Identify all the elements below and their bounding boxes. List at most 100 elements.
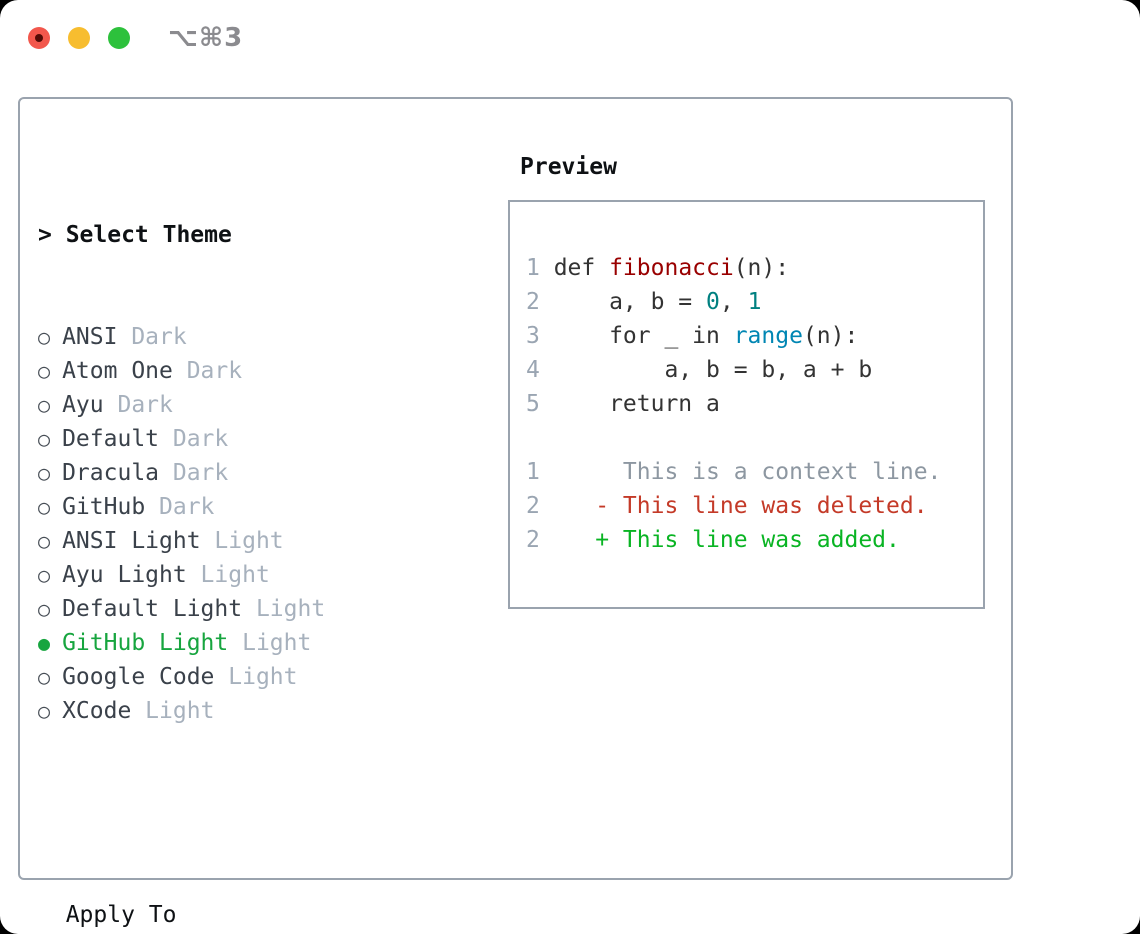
code-segment: return a bbox=[553, 391, 720, 417]
radio-icon: ○ bbox=[38, 461, 51, 485]
line-number: 2 bbox=[526, 527, 540, 553]
radio-icon: ○ bbox=[38, 325, 51, 349]
theme-option-default-light[interactable]: ○ Default Light Light bbox=[38, 592, 426, 626]
close-button[interactable] bbox=[28, 27, 50, 49]
code-segment: - This line was deleted. bbox=[553, 493, 928, 519]
theme-variant: Light bbox=[228, 630, 312, 656]
theme-name: Google Code bbox=[62, 664, 215, 690]
radio-icon: ○ bbox=[38, 427, 51, 451]
theme-option-xcode[interactable]: ○ XCode Light bbox=[38, 694, 426, 728]
code-segment: (n): bbox=[802, 323, 859, 349]
zoom-button[interactable] bbox=[108, 27, 130, 49]
preview-line-code: 4 a, b = b, a + b bbox=[526, 353, 983, 387]
theme-options: ○ ANSI Dark ○ Atom One Dark ○ Ayu Dark ○ Defaul… bbox=[38, 320, 426, 728]
theme-variant: Dark bbox=[145, 494, 215, 520]
preview-line-diff-context: 1 This is a context line. bbox=[526, 455, 983, 489]
preview-line-code: 3 for _ in range(n): bbox=[526, 319, 983, 353]
preview-line-code: 2 a, b = 0, 1 bbox=[526, 285, 983, 319]
theme-variant: Dark bbox=[159, 460, 229, 486]
line-number: 3 bbox=[526, 323, 540, 349]
code-segment: a, b = b, a + b bbox=[553, 357, 873, 383]
close-dot-icon bbox=[35, 34, 43, 42]
select-theme-header: > Select Theme bbox=[38, 218, 426, 252]
apply-to-title: Apply To bbox=[65, 902, 177, 928]
titlebar: ⌥⌘3 bbox=[28, 23, 244, 53]
theme-option-atom-one[interactable]: ○ Atom One Dark bbox=[38, 354, 426, 388]
line-number: 2 bbox=[526, 493, 540, 519]
preview-line-code: 1 def fibonacci(n): bbox=[526, 251, 983, 285]
preview-line-code: 5 return a bbox=[526, 387, 983, 421]
code-segment: 1 bbox=[747, 289, 762, 315]
theme-name: Atom One bbox=[62, 358, 173, 384]
theme-name: ANSI bbox=[62, 324, 118, 350]
line-number: 2 bbox=[526, 289, 540, 315]
minimize-button[interactable] bbox=[68, 27, 90, 49]
code-segment: 0 bbox=[706, 289, 720, 315]
theme-name: Default bbox=[62, 426, 160, 452]
theme-name: GitHub Light bbox=[62, 630, 229, 656]
line-number: 1 bbox=[526, 459, 540, 485]
code-segment: , bbox=[719, 289, 748, 315]
prompt-caret-icon: > bbox=[38, 222, 52, 248]
theme-variant: Dark bbox=[103, 392, 173, 418]
theme-variant: Dark bbox=[117, 324, 187, 350]
theme-name: ANSI Light bbox=[62, 528, 201, 554]
theme-list: > Select Theme ○ ANSI Dark ○ Atom One Dark ○ A… bbox=[38, 150, 426, 934]
code-segment: def bbox=[553, 255, 610, 281]
preview-line-blank bbox=[526, 421, 983, 455]
radio-icon: ○ bbox=[38, 563, 51, 587]
theme-name: XCode bbox=[62, 698, 132, 724]
radio-icon: ○ bbox=[38, 665, 51, 689]
radio-icon: ○ bbox=[38, 495, 51, 519]
radio-icon: ○ bbox=[38, 597, 51, 621]
preview-line-diff-deleted: 2 - This line was deleted. bbox=[526, 489, 983, 523]
theme-option-github[interactable]: ○ GitHub Dark bbox=[38, 490, 426, 524]
apply-to-header: Apply To bbox=[38, 898, 426, 932]
window-shortcut-label: ⌥⌘3 bbox=[168, 23, 244, 53]
theme-option-ansi[interactable]: ○ ANSI Dark bbox=[38, 320, 426, 354]
theme-name: Ayu Light bbox=[62, 562, 187, 588]
theme-variant: Dark bbox=[159, 426, 229, 452]
code-segment: This is a context line. bbox=[553, 459, 942, 485]
code-segment: (n): bbox=[733, 255, 790, 281]
code-segment: fibonacci bbox=[609, 255, 734, 281]
theme-option-dracula[interactable]: ○ Dracula Dark bbox=[38, 456, 426, 490]
theme-variant: Dark bbox=[172, 358, 243, 384]
line-number: 1 bbox=[526, 255, 540, 281]
radio-selected-icon: ● bbox=[38, 631, 51, 655]
theme-name: Ayu bbox=[62, 392, 104, 418]
theme-variant: Light bbox=[242, 596, 326, 622]
radio-icon: ○ bbox=[38, 393, 51, 417]
theme-browser-panel: > Select Theme ○ ANSI Dark ○ Atom One Dark ○ A… bbox=[18, 97, 1013, 928]
spacer-row bbox=[38, 796, 426, 830]
theme-name: Default Light bbox=[62, 596, 243, 622]
theme-option-ayu-light[interactable]: ○ Ayu Light Light bbox=[38, 558, 426, 592]
code-segment: + This line was added. bbox=[553, 527, 900, 553]
preview-line-diff-added: 2 + This line was added. bbox=[526, 523, 983, 557]
theme-variant: Light bbox=[200, 528, 284, 554]
code-segment: for _ in bbox=[553, 323, 734, 349]
theme-variant: Light bbox=[186, 562, 270, 588]
traffic-lights bbox=[28, 27, 148, 49]
theme-variant: Light bbox=[214, 664, 298, 690]
radio-icon: ○ bbox=[38, 699, 51, 723]
select-theme-title: Select Theme bbox=[65, 222, 232, 248]
code-segment: a, b = bbox=[553, 289, 707, 315]
theme-option-ansi-light[interactable]: ○ ANSI Light Light bbox=[38, 524, 426, 558]
theme-option-github-light[interactable]: ● GitHub Light Light bbox=[38, 626, 426, 660]
theme-variant: Light bbox=[131, 698, 215, 724]
line-number: 5 bbox=[526, 391, 540, 417]
theme-option-google-code[interactable]: ○ Google Code Light bbox=[38, 660, 426, 694]
theme-option-ayu[interactable]: ○ Ayu Dark bbox=[38, 388, 426, 422]
line-number: 4 bbox=[526, 357, 540, 383]
radio-icon: ○ bbox=[38, 529, 51, 553]
theme-name: GitHub bbox=[62, 494, 146, 520]
theme-name: Dracula bbox=[62, 460, 160, 486]
theme-option-default[interactable]: ○ Default Dark bbox=[38, 422, 426, 456]
code-segment: range bbox=[733, 323, 803, 349]
radio-icon: ○ bbox=[38, 359, 51, 383]
